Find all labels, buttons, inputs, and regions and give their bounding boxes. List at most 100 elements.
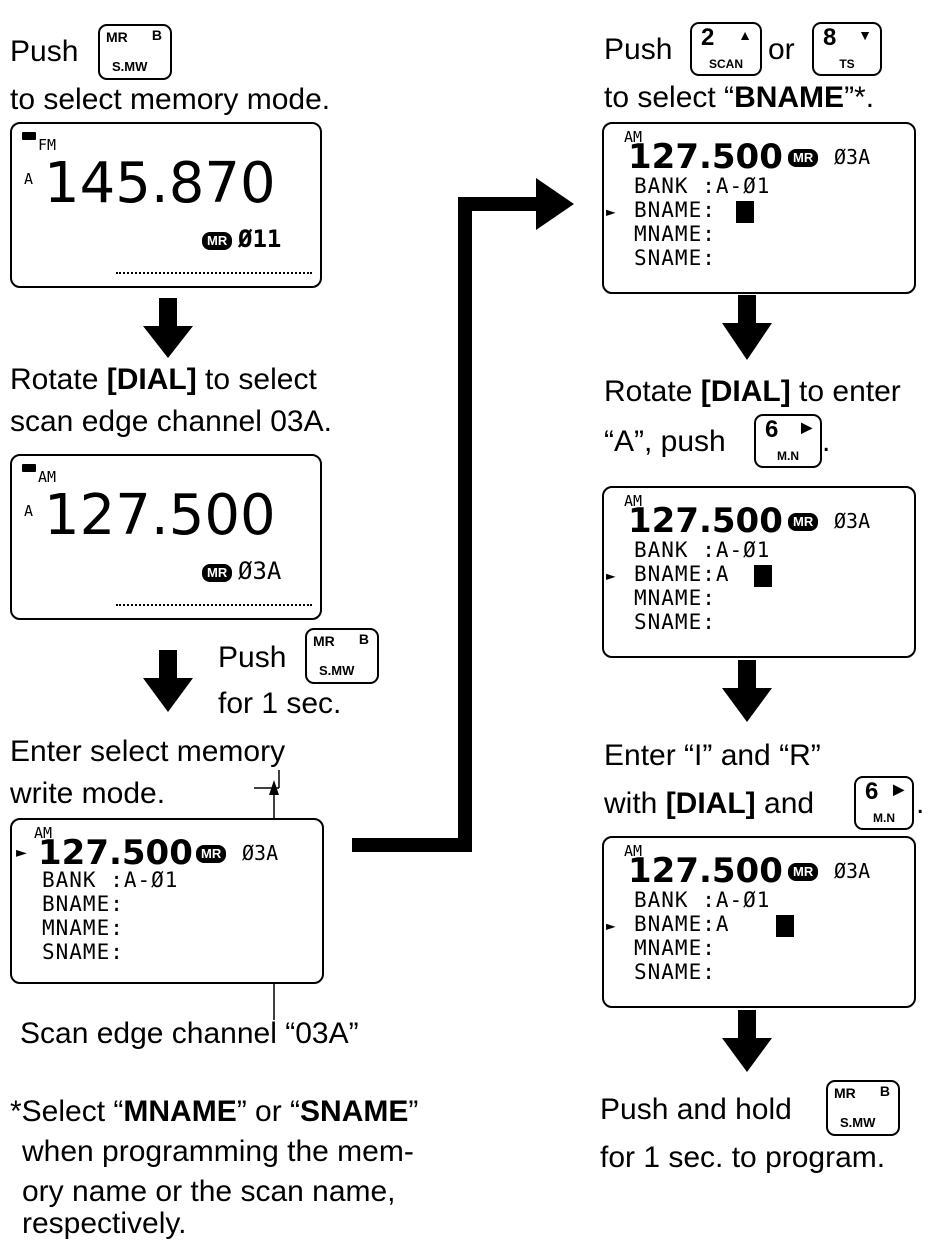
frequency-readout: 127.500 bbox=[44, 483, 276, 548]
sname-row: SNAME: bbox=[634, 610, 716, 634]
step6-dot: . bbox=[822, 425, 831, 458]
key-sub: S.MW bbox=[112, 59, 148, 74]
frequency-readout: 127.500 bbox=[38, 833, 193, 873]
bname-row: BNAME: bbox=[42, 892, 124, 916]
step4-line1: Enter select memory bbox=[10, 735, 286, 768]
vfo-indicator: A bbox=[24, 170, 34, 188]
channel-number: Ø3A bbox=[834, 145, 871, 169]
sname-row: SNAME: bbox=[634, 960, 716, 984]
mr-indicator: MR bbox=[788, 149, 819, 167]
down-arrow-3 bbox=[722, 295, 772, 360]
lcd-display-6: AM 127.500 MR Ø3A BANK :A-Ø1 ► BNAME:A M… bbox=[602, 836, 916, 1008]
footnote-line2: when programming the mem- bbox=[22, 1135, 414, 1168]
footnote-line3: ory name or the scan name, bbox=[22, 1175, 396, 1208]
mode-indicator: AM bbox=[624, 842, 643, 860]
lcd-display-1: FM A 145.870 MR Ø11 bbox=[10, 122, 322, 288]
key-number: 2 bbox=[701, 24, 715, 51]
key-corner: B bbox=[358, 631, 369, 647]
channel-number: Ø11 bbox=[238, 225, 282, 253]
bname-row: BNAME:A bbox=[634, 562, 730, 586]
lcd-display-4: AM 127.500 MR Ø3A BANK :A-Ø1 ► BNAME: MN… bbox=[602, 122, 916, 294]
footnote-line1: *Select “MNAME” or “SNAME” bbox=[10, 1095, 419, 1128]
step3-push-text: Push bbox=[218, 641, 287, 674]
mode-indicator: AM bbox=[624, 128, 643, 146]
down-arrow-1 bbox=[143, 298, 193, 358]
vfo-indicator: A bbox=[24, 502, 34, 520]
bank-row: BANK :A-Ø1 bbox=[634, 174, 771, 198]
mr-indicator: MR bbox=[788, 863, 819, 881]
key-label: MR bbox=[834, 1085, 856, 1101]
step8-line2: for 1 sec. to program. bbox=[600, 1141, 886, 1174]
step4-line2: write mode. bbox=[10, 777, 166, 810]
mode-indicator: AM bbox=[624, 492, 643, 510]
down-arrow-2 bbox=[143, 650, 193, 712]
lcd-display-2: AM A 127.500 MR Ø3A bbox=[10, 454, 322, 620]
right-arrow-icon: ▶ bbox=[893, 781, 904, 797]
key-sub: M.N bbox=[873, 811, 895, 825]
sname-row: SNAME: bbox=[634, 246, 716, 270]
key-2-scan: 2 ▲ SCAN bbox=[690, 22, 762, 76]
mr-smw-key: MR B S.MW bbox=[305, 628, 379, 684]
key-8-ts: 8 ▼ TS bbox=[812, 22, 882, 76]
channel-number: Ø3A bbox=[834, 509, 871, 533]
step6-line2: “A”, push bbox=[604, 425, 726, 458]
key-corner: B bbox=[151, 27, 162, 43]
step5-desc: to select “BNAME”*. bbox=[604, 81, 875, 114]
key-sub: S.MW bbox=[840, 1115, 876, 1130]
key-sub: SCAN bbox=[708, 57, 743, 71]
key-number: 6 bbox=[865, 778, 879, 805]
sname-row: SNAME: bbox=[42, 940, 124, 964]
lcd-display-3: AM ► 127.500 MR Ø3A BANK :A-Ø1 BNAME: MN… bbox=[10, 818, 324, 984]
mname-row: MNAME: bbox=[634, 222, 716, 246]
mname-row: MNAME: bbox=[634, 586, 716, 610]
step7-dot: . bbox=[916, 787, 925, 820]
step6-line1: Rotate [DIAL] to enter bbox=[604, 375, 901, 408]
blinking-cursor bbox=[776, 915, 794, 937]
pointer-icon: ► bbox=[606, 202, 616, 221]
frequency-readout: 145.870 bbox=[44, 151, 276, 216]
down-arrow-icon: ▼ bbox=[858, 27, 872, 43]
mr-indicator: MR bbox=[202, 232, 233, 250]
key-sub: M.N bbox=[777, 449, 799, 463]
step7-line1: Enter “I” and “R” bbox=[604, 739, 821, 772]
frequency-readout: 127.500 bbox=[628, 137, 783, 177]
down-arrow-4 bbox=[722, 660, 772, 722]
step2-line2: scan edge channel 03A. bbox=[10, 405, 332, 438]
step5-push-text: Push bbox=[604, 33, 673, 66]
bank-row: BANK :A-Ø1 bbox=[634, 888, 771, 912]
right-arrow-icon: ▶ bbox=[801, 419, 812, 435]
frequency-readout: 127.500 bbox=[628, 501, 783, 541]
key-sub: S.MW bbox=[319, 663, 355, 678]
mr-indicator: MR bbox=[202, 564, 233, 582]
key-label: MR bbox=[313, 633, 335, 649]
bank-row: BANK :A-Ø1 bbox=[42, 868, 179, 892]
battery-icon bbox=[22, 464, 36, 472]
mname-row: MNAME: bbox=[42, 916, 124, 940]
mr-smw-key: MR B S.MW bbox=[826, 1080, 900, 1136]
step7-line2: with [DIAL] and bbox=[604, 787, 815, 820]
pointer-icon: ► bbox=[606, 566, 616, 585]
s-meter bbox=[116, 604, 312, 606]
frequency-readout: 127.500 bbox=[628, 851, 783, 891]
lcd-display-5: AM 127.500 MR Ø3A BANK :A-Ø1 ► BNAME:A M… bbox=[602, 486, 916, 658]
mr-indicator: MR bbox=[788, 513, 819, 531]
mr-smw-key: MR B S.MW bbox=[98, 24, 172, 80]
callout-label: Scan edge channel “03A” bbox=[20, 1017, 359, 1050]
mode-indicator: AM bbox=[34, 824, 53, 842]
key-corner: B bbox=[879, 1083, 890, 1099]
bname-row: BNAME: bbox=[634, 198, 716, 222]
connector-arrow bbox=[352, 178, 574, 852]
footnote-line4: respectively. bbox=[22, 1207, 187, 1240]
mode-indicator: AM bbox=[38, 468, 57, 486]
channel-number: Ø3A bbox=[238, 557, 282, 585]
battery-icon bbox=[22, 132, 36, 140]
down-arrow-5 bbox=[722, 1010, 772, 1072]
key-number: 6 bbox=[765, 416, 779, 443]
channel-number: Ø3A bbox=[834, 859, 871, 883]
s-meter bbox=[116, 272, 312, 274]
mode-indicator: FM bbox=[38, 136, 57, 154]
key-number: 8 bbox=[823, 24, 837, 51]
step1-push-text: Push bbox=[10, 35, 79, 68]
key-sub: TS bbox=[839, 57, 855, 71]
